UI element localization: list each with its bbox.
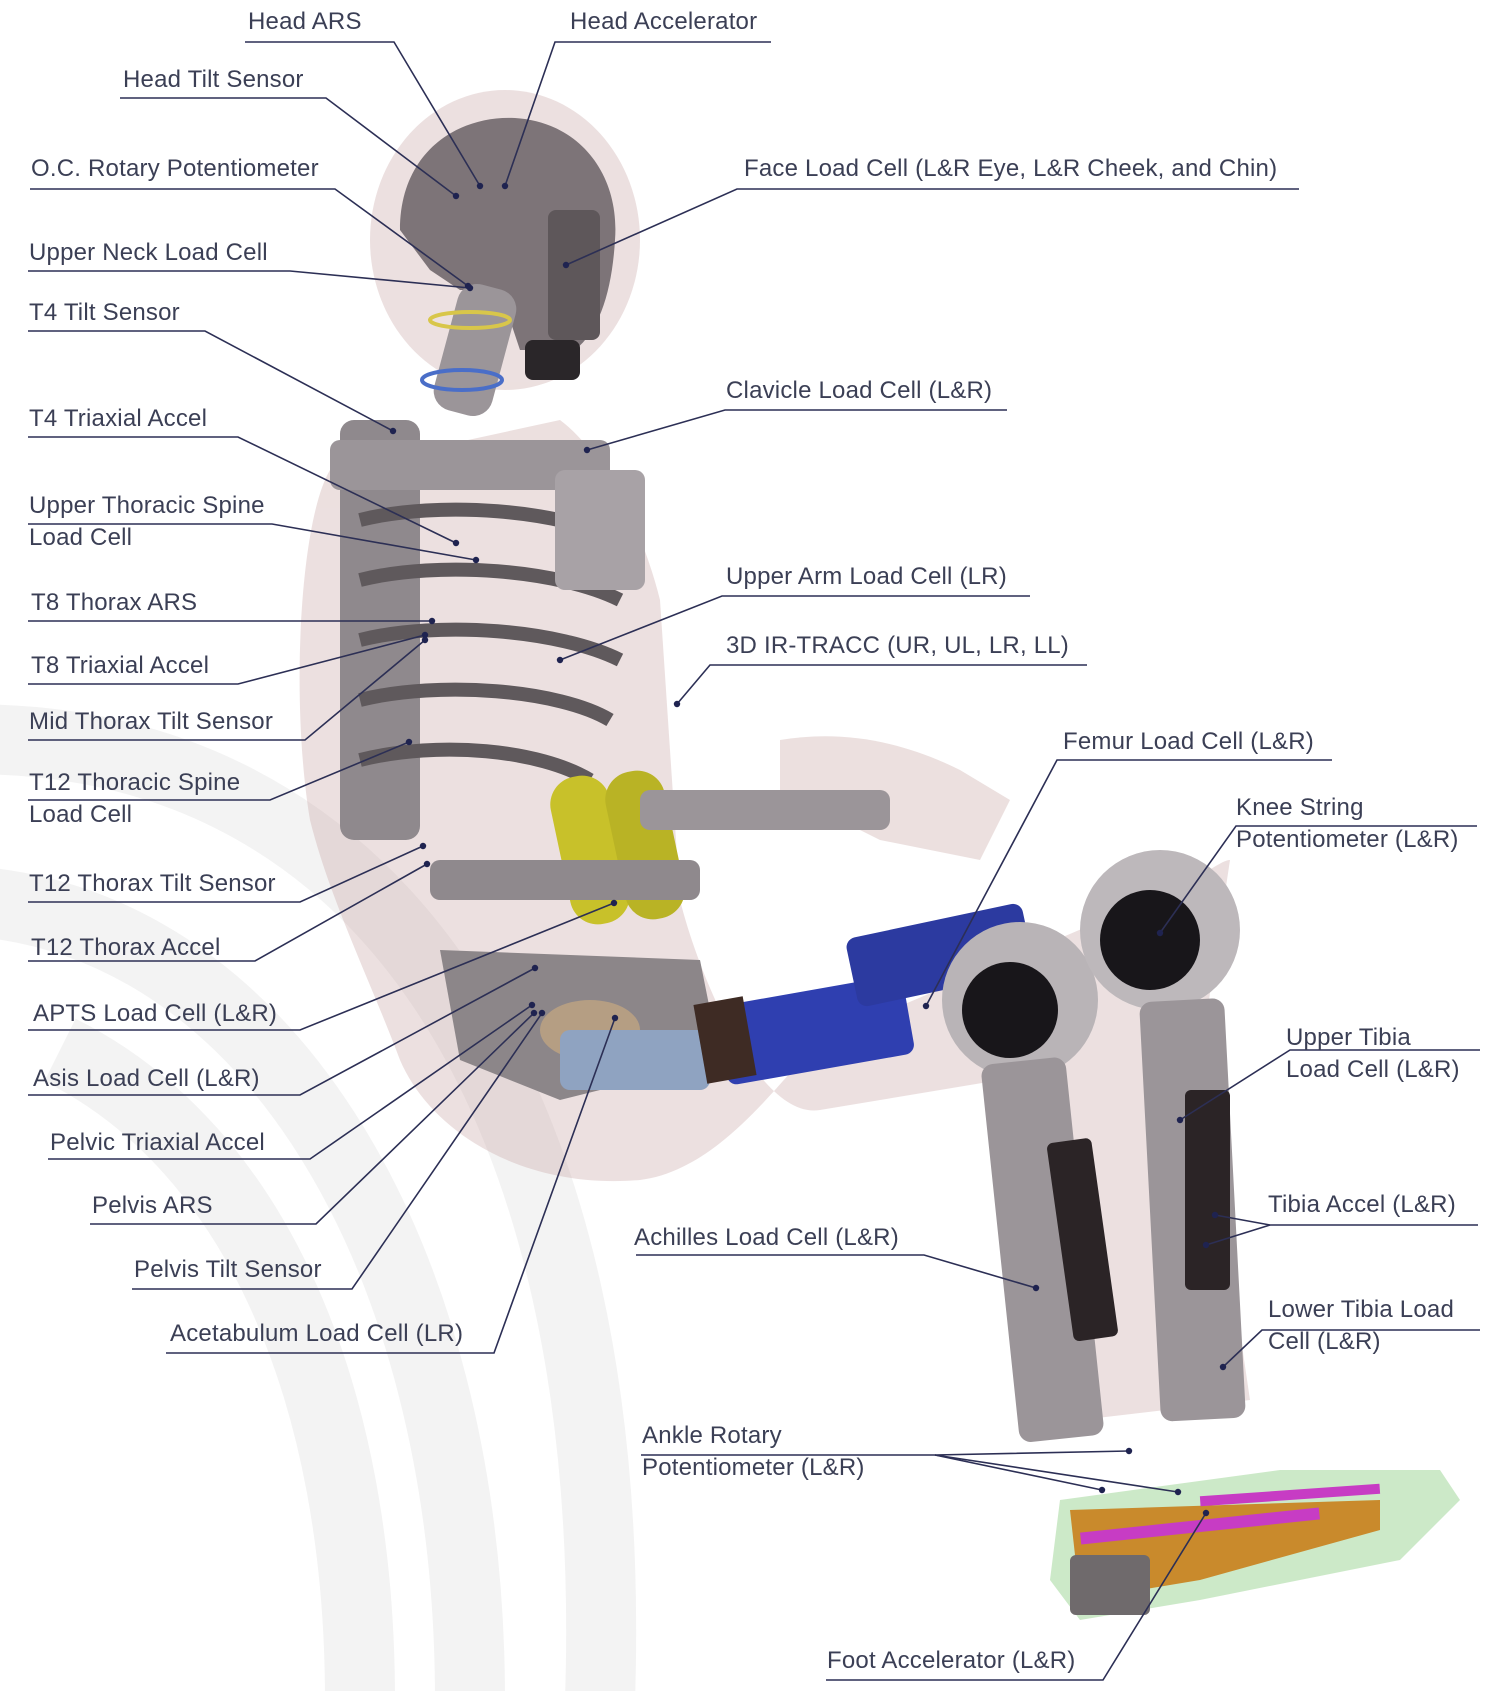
- leader-face-load-cell: [566, 189, 1299, 265]
- label-apts-load-cell: APTS Load Cell (L&R): [33, 998, 277, 1030]
- label-upper-tibia-load-cell-line2: Load Cell (L&R): [1286, 1054, 1460, 1086]
- label-oc-rotary-potentiometer: O.C. Rotary Potentiometer: [31, 153, 319, 185]
- leader-ankle-rotary-potentiometer-c: [935, 1455, 1178, 1492]
- label-asis-load-cell: Asis Load Cell (L&R): [33, 1063, 260, 1095]
- label-t12-thorax-accel: T12 Thorax Accel: [31, 932, 221, 964]
- label-face-load-cell: Face Load Cell (L&R Eye, L&R Cheek, and …: [744, 153, 1277, 185]
- leader-achilles-load-cell: [636, 1255, 1036, 1288]
- label-pelvic-triaxial-accel: Pelvic Triaxial Accel: [50, 1127, 265, 1159]
- label-foot-accelerator: Foot Accelerator (L&R): [827, 1645, 1076, 1677]
- label-upper-arm-load-cell: Upper Arm Load Cell (LR): [726, 561, 1007, 593]
- label-knee-string-potentiometer: Knee String Potentiometer (L&R): [1236, 792, 1459, 856]
- label-head-ars: Head ARS: [248, 6, 362, 38]
- label-t8-thorax-ars: T8 Thorax ARS: [31, 587, 197, 619]
- label-clavicle-load-cell: Clavicle Load Cell (L&R): [726, 375, 992, 407]
- label-upper-tibia-load-cell-line1: Upper Tibia: [1286, 1022, 1460, 1054]
- label-t12-thoracic-spine-load-cell: T12 Thoracic Spine Load Cell: [29, 767, 240, 831]
- label-lower-tibia-load-cell: Lower Tibia Load Cell (L&R): [1268, 1294, 1454, 1358]
- label-mid-thorax-tilt-sensor: Mid Thorax Tilt Sensor: [29, 706, 273, 738]
- label-t12-thoracic-spine-load-cell-line1: T12 Thoracic Spine: [29, 767, 240, 799]
- label-tibia-accel: Tibia Accel (L&R): [1268, 1189, 1456, 1221]
- leader-clavicle-load-cell: [587, 410, 1007, 450]
- label-acetabulum-load-cell: Acetabulum Load Cell (LR): [170, 1318, 463, 1350]
- label-t8-triaxial-accel: T8 Triaxial Accel: [31, 650, 209, 682]
- label-lower-tibia-load-cell-line1: Lower Tibia Load: [1268, 1294, 1454, 1326]
- label-femur-load-cell: Femur Load Cell (L&R): [1063, 726, 1314, 758]
- feet: [1050, 1470, 1460, 1620]
- label-pelvis-ars: Pelvis ARS: [92, 1190, 213, 1222]
- label-knee-string-potentiometer-line1: Knee String: [1236, 792, 1459, 824]
- label-ankle-rotary-potentiometer: Ankle Rotary Potentiometer (L&R): [642, 1420, 865, 1484]
- label-head-accelerator: Head Accelerator: [570, 6, 757, 38]
- leader-ankle-rotary-potentiometer-b: [935, 1455, 1102, 1490]
- label-upper-thoracic-spine-load-cell: Upper Thoracic Spine Load Cell: [29, 490, 265, 554]
- label-t12-thoracic-spine-load-cell-line2: Load Cell: [29, 799, 240, 831]
- label-knee-string-potentiometer-line2: Potentiometer (L&R): [1236, 824, 1459, 856]
- label-ankle-rotary-potentiometer-line2: Potentiometer (L&R): [642, 1452, 865, 1484]
- label-upper-thoracic-spine-load-cell-line1: Upper Thoracic Spine: [29, 490, 265, 522]
- label-ir-tracc: 3D IR-TRACC (UR, UL, LR, LL): [726, 630, 1069, 662]
- label-t4-triaxial-accel: T4 Triaxial Accel: [29, 403, 207, 435]
- label-t12-thorax-tilt-sensor: T12 Thorax Tilt Sensor: [29, 868, 276, 900]
- label-upper-neck-load-cell: Upper Neck Load Cell: [29, 237, 268, 269]
- label-upper-thoracic-spine-load-cell-line2: Load Cell: [29, 522, 265, 554]
- label-upper-tibia-load-cell: Upper Tibia Load Cell (L&R): [1286, 1022, 1460, 1086]
- leader-ir-tracc: [677, 665, 1087, 704]
- label-pelvis-tilt-sensor: Pelvis Tilt Sensor: [134, 1254, 322, 1286]
- label-t4-tilt-sensor: T4 Tilt Sensor: [29, 297, 180, 329]
- label-head-tilt-sensor: Head Tilt Sensor: [123, 64, 304, 96]
- label-ankle-rotary-potentiometer-line1: Ankle Rotary: [642, 1420, 865, 1452]
- label-lower-tibia-load-cell-line2: Cell (L&R): [1268, 1326, 1454, 1358]
- label-achilles-load-cell: Achilles Load Cell (L&R): [634, 1222, 899, 1254]
